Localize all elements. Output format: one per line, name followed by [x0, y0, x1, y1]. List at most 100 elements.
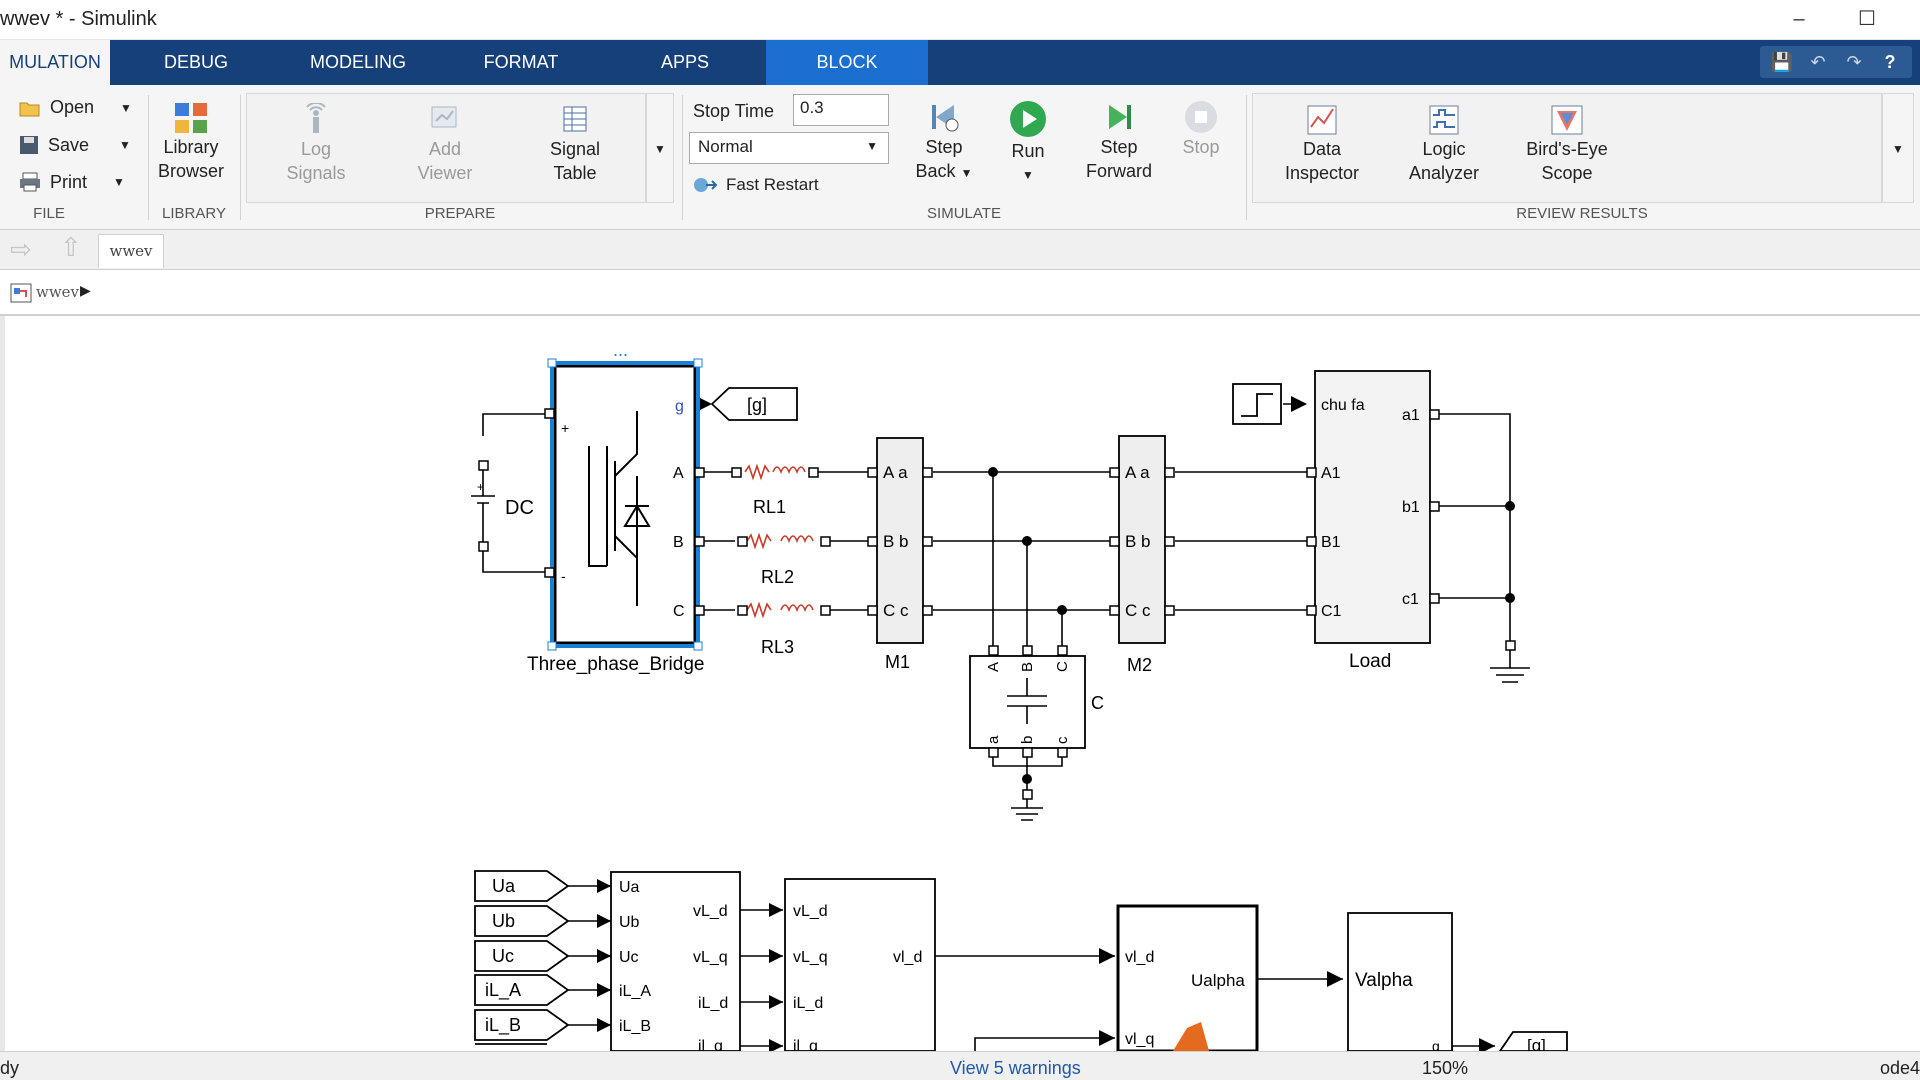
m1-port-c: C c — [883, 601, 909, 620]
three-phase-bridge-block[interactable]: + - g A B C Three_phase_Bridge ... — [527, 340, 704, 675]
fast-restart-icon — [694, 178, 718, 192]
forward-arrow-icon[interactable]: ⇨ — [10, 234, 32, 264]
fast-restart-button[interactable]: Fast Restart — [692, 175, 819, 195]
birds-eye-scope-icon — [1551, 105, 1583, 135]
tab-debug[interactable]: DEBUG — [163, 52, 228, 72]
save-button[interactable]: Save ▼ — [18, 134, 131, 156]
open-button[interactable]: Open ▼ — [18, 97, 132, 118]
zoom-level[interactable]: 150% — [1422, 1058, 1469, 1078]
from-tags[interactable]: Ua Ub Uc iL_A iL_B — [474, 870, 570, 1045]
tab-block[interactable]: BLOCK — [766, 40, 928, 85]
model-tab[interactable]: wwev — [98, 234, 164, 268]
logic-analyzer-button[interactable]: Logic Analyzer — [1392, 103, 1496, 185]
run-button[interactable]: Run ▼ — [1002, 99, 1054, 187]
model-tab-strip: ⇨ ⇧ wwev — [0, 230, 1920, 270]
print-button[interactable]: Print ▼ — [18, 171, 125, 193]
tab-format[interactable]: FORMAT — [483, 52, 559, 72]
valpha-block[interactable]: Valpha g — [1347, 912, 1453, 1051]
group-prepare-label: PREPARE — [424, 205, 496, 222]
step-back-label-1: Step — [925, 137, 963, 157]
ctrl-in-vl-q: vL_q — [793, 949, 828, 966]
tab-simulation[interactable]: MULATION — [0, 40, 110, 85]
matlab-function-block[interactable]: vl_d vl_q Ualpha — [1116, 904, 1259, 1051]
cap-label: C — [1091, 693, 1104, 713]
load-port-c1-in: C1 — [1321, 603, 1342, 620]
minimize-button[interactable]: – — [1793, 8, 1805, 30]
save-dropdown-arrow-icon[interactable]: ▼ — [119, 138, 131, 152]
log-signals-button[interactable]: Log Signals — [276, 103, 356, 185]
signal-table-button[interactable]: Signal Table — [535, 103, 615, 185]
simulation-mode-value: Normal — [698, 137, 753, 156]
cap-port-C: C — [1054, 661, 1071, 672]
stop-button[interactable]: Stop — [1180, 99, 1222, 159]
load-block[interactable]: chu fa A1 B1 C1 a1 b1 c1 Load — [1314, 370, 1431, 672]
print-dropdown-arrow-icon[interactable]: ▼ — [113, 175, 125, 189]
qat-undo-icon[interactable]: ↶ — [1810, 51, 1826, 72]
rl3-label: RL3 — [761, 637, 794, 657]
rl1-label: RL1 — [753, 497, 786, 517]
goto-g-lower-block[interactable]: [g] — [1498, 1031, 1568, 1051]
up-arrow-icon[interactable]: ⇧ — [60, 232, 82, 262]
simulation-mode-select[interactable]: Normal ▼ — [689, 132, 889, 164]
open-label: Open — [50, 97, 95, 117]
run-icon — [1010, 101, 1046, 137]
step-block[interactable] — [1232, 383, 1282, 425]
m2-port-c: C c — [1125, 601, 1151, 620]
step-back-label-2: Back ▼ — [915, 161, 973, 181]
add-viewer-label-1: Add — [428, 139, 462, 159]
qat-help-icon[interactable]: ? — [1884, 51, 1896, 72]
run-dropdown-arrow-icon[interactable]: ▼ — [1022, 168, 1034, 182]
abc-dq-block[interactable]: Ua Ub Uc iL_A iL_B vL_d vL_q iL_d il_q — [610, 871, 741, 1051]
ctrl-out-vl-d: vl_d — [893, 949, 922, 966]
tab-modeling[interactable]: MODELING — [309, 52, 406, 72]
open-dropdown-arrow-icon[interactable]: ▼ — [120, 100, 132, 115]
more-options-icon[interactable]: ... — [613, 340, 628, 360]
print-label: Print — [50, 171, 88, 192]
rl3-block[interactable]: RL3 — [746, 601, 814, 657]
m1-measurement-block[interactable]: A a B b C c M1 — [876, 437, 924, 672]
prepare-gallery-expand-icon[interactable]: ▼ — [646, 93, 674, 203]
breadcrumb-model[interactable]: wwev — [36, 283, 80, 301]
add-viewer-icon — [431, 106, 457, 128]
rl2-block[interactable]: RL2 — [746, 532, 814, 587]
add-viewer-button[interactable]: Add Viewer — [405, 103, 485, 185]
log-signals-label-1: Log — [300, 139, 332, 159]
signal-table-label-1: Signal — [549, 139, 601, 159]
step-back-button[interactable]: Step Back ▼ — [912, 99, 976, 185]
view-warnings-link[interactable]: View 5 warnings — [950, 1058, 1081, 1078]
solver-name[interactable]: ode4 — [1880, 1058, 1920, 1078]
title-bar: wwev * - Simulink – ☐ — [0, 0, 1920, 40]
birds-eye-scope-button[interactable]: Bird's-Eye Scope — [1512, 103, 1622, 185]
step-forward-button[interactable]: Step Forward — [1078, 99, 1160, 183]
load-port-b1-out: b1 — [1402, 499, 1420, 516]
capacitor-block[interactable]: A B C a b c C — [969, 655, 1104, 749]
bridge-c-port: C — [673, 603, 685, 620]
status-bar: dy View 5 warnings 150% ode4 — [0, 1051, 1920, 1080]
tab-apps[interactable]: APPS — [660, 52, 710, 72]
control-block[interactable]: vL_d vL_q iL_d il_q vl_d — [784, 878, 936, 1051]
log-signals-label-2: Signals — [286, 163, 346, 183]
signal-table-icon — [563, 106, 587, 132]
goto-g-block[interactable]: [g] — [710, 387, 798, 421]
stop-label: Stop — [1182, 137, 1220, 157]
review-gallery-expand-icon[interactable]: ▼ — [1882, 93, 1914, 203]
from-tag-il-b: iL_B — [485, 1015, 521, 1036]
abc-dq-out-vl-d: vL_d — [693, 903, 728, 920]
maximize-button[interactable]: ☐ — [1858, 8, 1876, 30]
model-canvas[interactable]: + DC + - g A B C Three_phase_Bridge ... … — [0, 316, 1920, 1051]
m2-measurement-block[interactable]: A a B b C c M2 — [1118, 435, 1166, 675]
qat-redo-icon[interactable]: ↷ — [1846, 51, 1862, 72]
stop-time-input[interactable]: 0.3 — [793, 94, 889, 126]
toolstrip-tab-bar: MULATION DEBUG MODELING FORMAT APPS BLOC… — [0, 40, 1920, 85]
separator — [682, 95, 683, 220]
rl1-block[interactable]: RL1 — [744, 463, 806, 517]
data-inspector-button[interactable]: Data Inspector — [1270, 103, 1374, 185]
breadcrumb-arrow-icon[interactable]: ▶ — [80, 282, 91, 298]
block-diagram: + DC + - g A B C Three_phase_Bridge ... … — [471, 340, 1568, 1051]
step-back-arrow-icon[interactable]: ▼ — [960, 166, 973, 180]
dc-source-block[interactable]: + DC — [471, 460, 534, 552]
library-browser-button[interactable]: Library Browser — [153, 101, 229, 183]
qat-save-icon[interactable]: 💾 — [1770, 51, 1794, 72]
from-tag-il-a: iL_A — [485, 980, 521, 1001]
cap-port-b: b — [1019, 736, 1036, 744]
